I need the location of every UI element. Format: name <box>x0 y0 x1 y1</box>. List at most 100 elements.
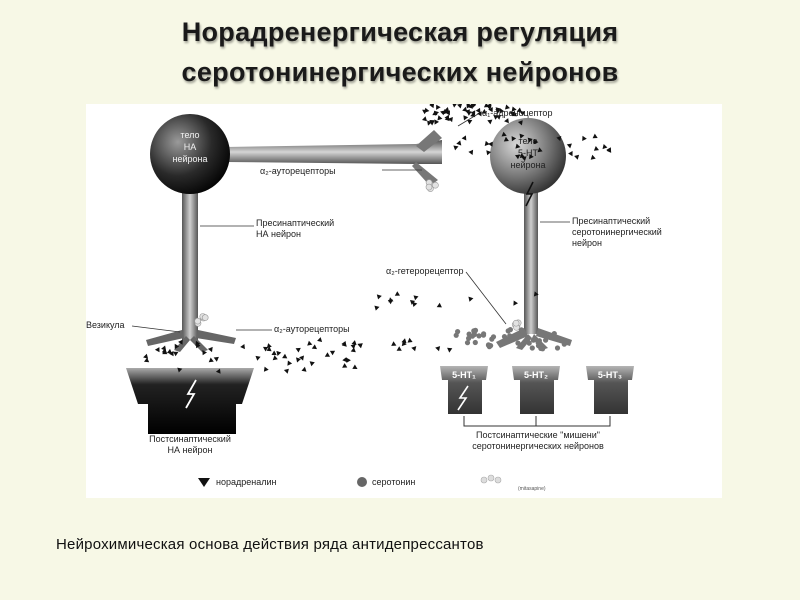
vesicle-label: Везикула <box>86 320 125 330</box>
serotonin-particle <box>466 335 472 341</box>
noradrenaline-particle <box>509 111 515 117</box>
noradrenaline-particle <box>483 104 490 108</box>
noradrenaline-particle <box>501 131 507 137</box>
noradrenaline-particle <box>593 146 599 151</box>
alpha2-auto-top-label: α₂-ауторецепторы <box>260 166 336 176</box>
noradrenaline-particle <box>465 109 471 115</box>
noradrenaline-particle <box>452 104 457 108</box>
noradrenaline-particle <box>346 357 351 363</box>
noradrenaline-particle <box>240 344 245 350</box>
noradrenaline-particle <box>255 355 261 361</box>
serotonin-particle <box>471 328 477 334</box>
presyn-na-label-2: НА нейрон <box>256 229 301 239</box>
noradrenaline-particle <box>413 295 419 301</box>
noradrenaline-particle <box>387 299 393 305</box>
noradrenaline-particle <box>143 353 149 359</box>
noradrenaline-particle <box>448 117 453 123</box>
receptor-lightning-icon <box>457 385 469 411</box>
noradrenaline-particle <box>173 351 179 357</box>
noradrenaline-particle <box>154 347 160 353</box>
alpha1-label: α₁-адреноцептор <box>482 108 552 118</box>
postsyn-targets-label-1: Постсинаптические "мишени" <box>476 430 600 440</box>
noradrenaline-particle <box>207 346 213 353</box>
receptor-bracket <box>463 416 611 427</box>
receptor-5ht2: 5-НТ₂ <box>512 366 560 414</box>
noradrenaline-particle <box>263 346 269 352</box>
serotonin-particle <box>535 340 541 346</box>
noradrenaline-particle <box>432 110 438 116</box>
noradrenaline-particle <box>470 110 476 116</box>
vesicle <box>512 319 520 327</box>
noradrenaline-particle <box>515 154 521 160</box>
noradrenaline-particle <box>213 356 219 362</box>
noradrenaline-particle <box>463 115 469 121</box>
noradrenaline-particle <box>533 139 539 145</box>
na-soma-label-3: нейрона <box>173 154 208 164</box>
noradrenaline-particle <box>453 145 459 151</box>
noradrenaline-particle <box>422 109 428 115</box>
noradrenaline-particle <box>412 301 418 307</box>
legend: норадреналин серотонин (mitasapine) <box>198 474 546 492</box>
noradrenaline-particle <box>475 107 481 114</box>
noradrenaline-particle <box>329 350 336 356</box>
serotonin-particle <box>453 332 459 338</box>
na-soma <box>150 114 230 194</box>
noradrenaline-particle <box>504 118 509 124</box>
noradrenaline-particle <box>487 119 493 125</box>
serotonin-particle <box>529 345 535 351</box>
noradrenaline-particle <box>271 350 277 356</box>
noradrenaline-particle <box>444 107 450 112</box>
serotonin-particle <box>554 345 561 351</box>
noradrenaline-particle <box>511 136 517 142</box>
serotonin-particle <box>530 337 536 343</box>
serotonin-particle <box>490 334 497 340</box>
receptor-5ht2-label: 5-НТ₂ <box>524 370 548 380</box>
noradrenaline-particle <box>307 340 313 346</box>
noradrenaline-particle <box>429 104 434 109</box>
postsyn-lightning-icon <box>185 379 197 409</box>
noradrenaline-particle <box>468 149 474 155</box>
noradrenaline-particle <box>144 357 150 363</box>
neurotransmitter-particles <box>143 104 612 374</box>
noradrenaline-particle <box>488 141 493 147</box>
noradrenaline-particle <box>493 115 499 120</box>
noradrenaline-particle <box>592 133 598 139</box>
postsyn-na-neuron: Постсинаптический НА нейрон <box>126 368 254 455</box>
serotonin-particle <box>507 327 513 333</box>
legend-small-label: (mitasapine) <box>518 486 546 492</box>
na-axon-vertical <box>182 168 198 340</box>
noradrenaline-particle <box>467 119 473 125</box>
serotonin-particle <box>540 346 546 352</box>
ht-lightning-icon <box>525 181 534 207</box>
noradrenaline-particle <box>411 346 417 352</box>
noradrenaline-particle <box>517 120 523 126</box>
noradrenaline-particle <box>436 302 442 308</box>
noradrenaline-particle <box>276 350 282 356</box>
noradrenaline-particle <box>422 116 427 122</box>
noradrenaline-particle <box>166 348 173 354</box>
noradrenaline-particle <box>311 344 317 350</box>
postsyn-na-label-2: НА нейрон <box>168 445 213 455</box>
noradrenaline-particle <box>301 366 307 372</box>
noradrenaline-particle <box>309 361 315 367</box>
postsyn-targets-label-2: серотонинергических нейронов <box>472 441 604 451</box>
noradrenaline-particle <box>174 343 180 350</box>
noradrenaline-particle <box>202 350 207 356</box>
noradrenaline-particle <box>401 341 407 347</box>
noradrenaline-particle <box>350 344 356 350</box>
legend-serotonin-label: серотонин <box>372 477 415 487</box>
noradrenaline-particle <box>350 347 356 353</box>
presyn-5ht-label-1: Пресинаптический <box>572 216 650 226</box>
noradrenaline-particle <box>391 341 397 346</box>
noradrenaline-particle <box>602 144 608 150</box>
serotonin-particle <box>481 331 487 337</box>
noradrenaline-particle <box>263 366 269 372</box>
noradrenaline-particle <box>444 116 450 122</box>
noradrenaline-particle <box>527 137 533 143</box>
serotonin-particle <box>485 342 492 348</box>
noradrenaline-particle <box>317 337 323 342</box>
noradrenaline-particle <box>519 111 525 116</box>
noradrenaline-particle <box>471 104 476 108</box>
diagram-svg: тело НА нейрона тело 5-НТ нейрона Постси… <box>86 104 662 492</box>
noradrenaline-particle <box>208 357 214 363</box>
